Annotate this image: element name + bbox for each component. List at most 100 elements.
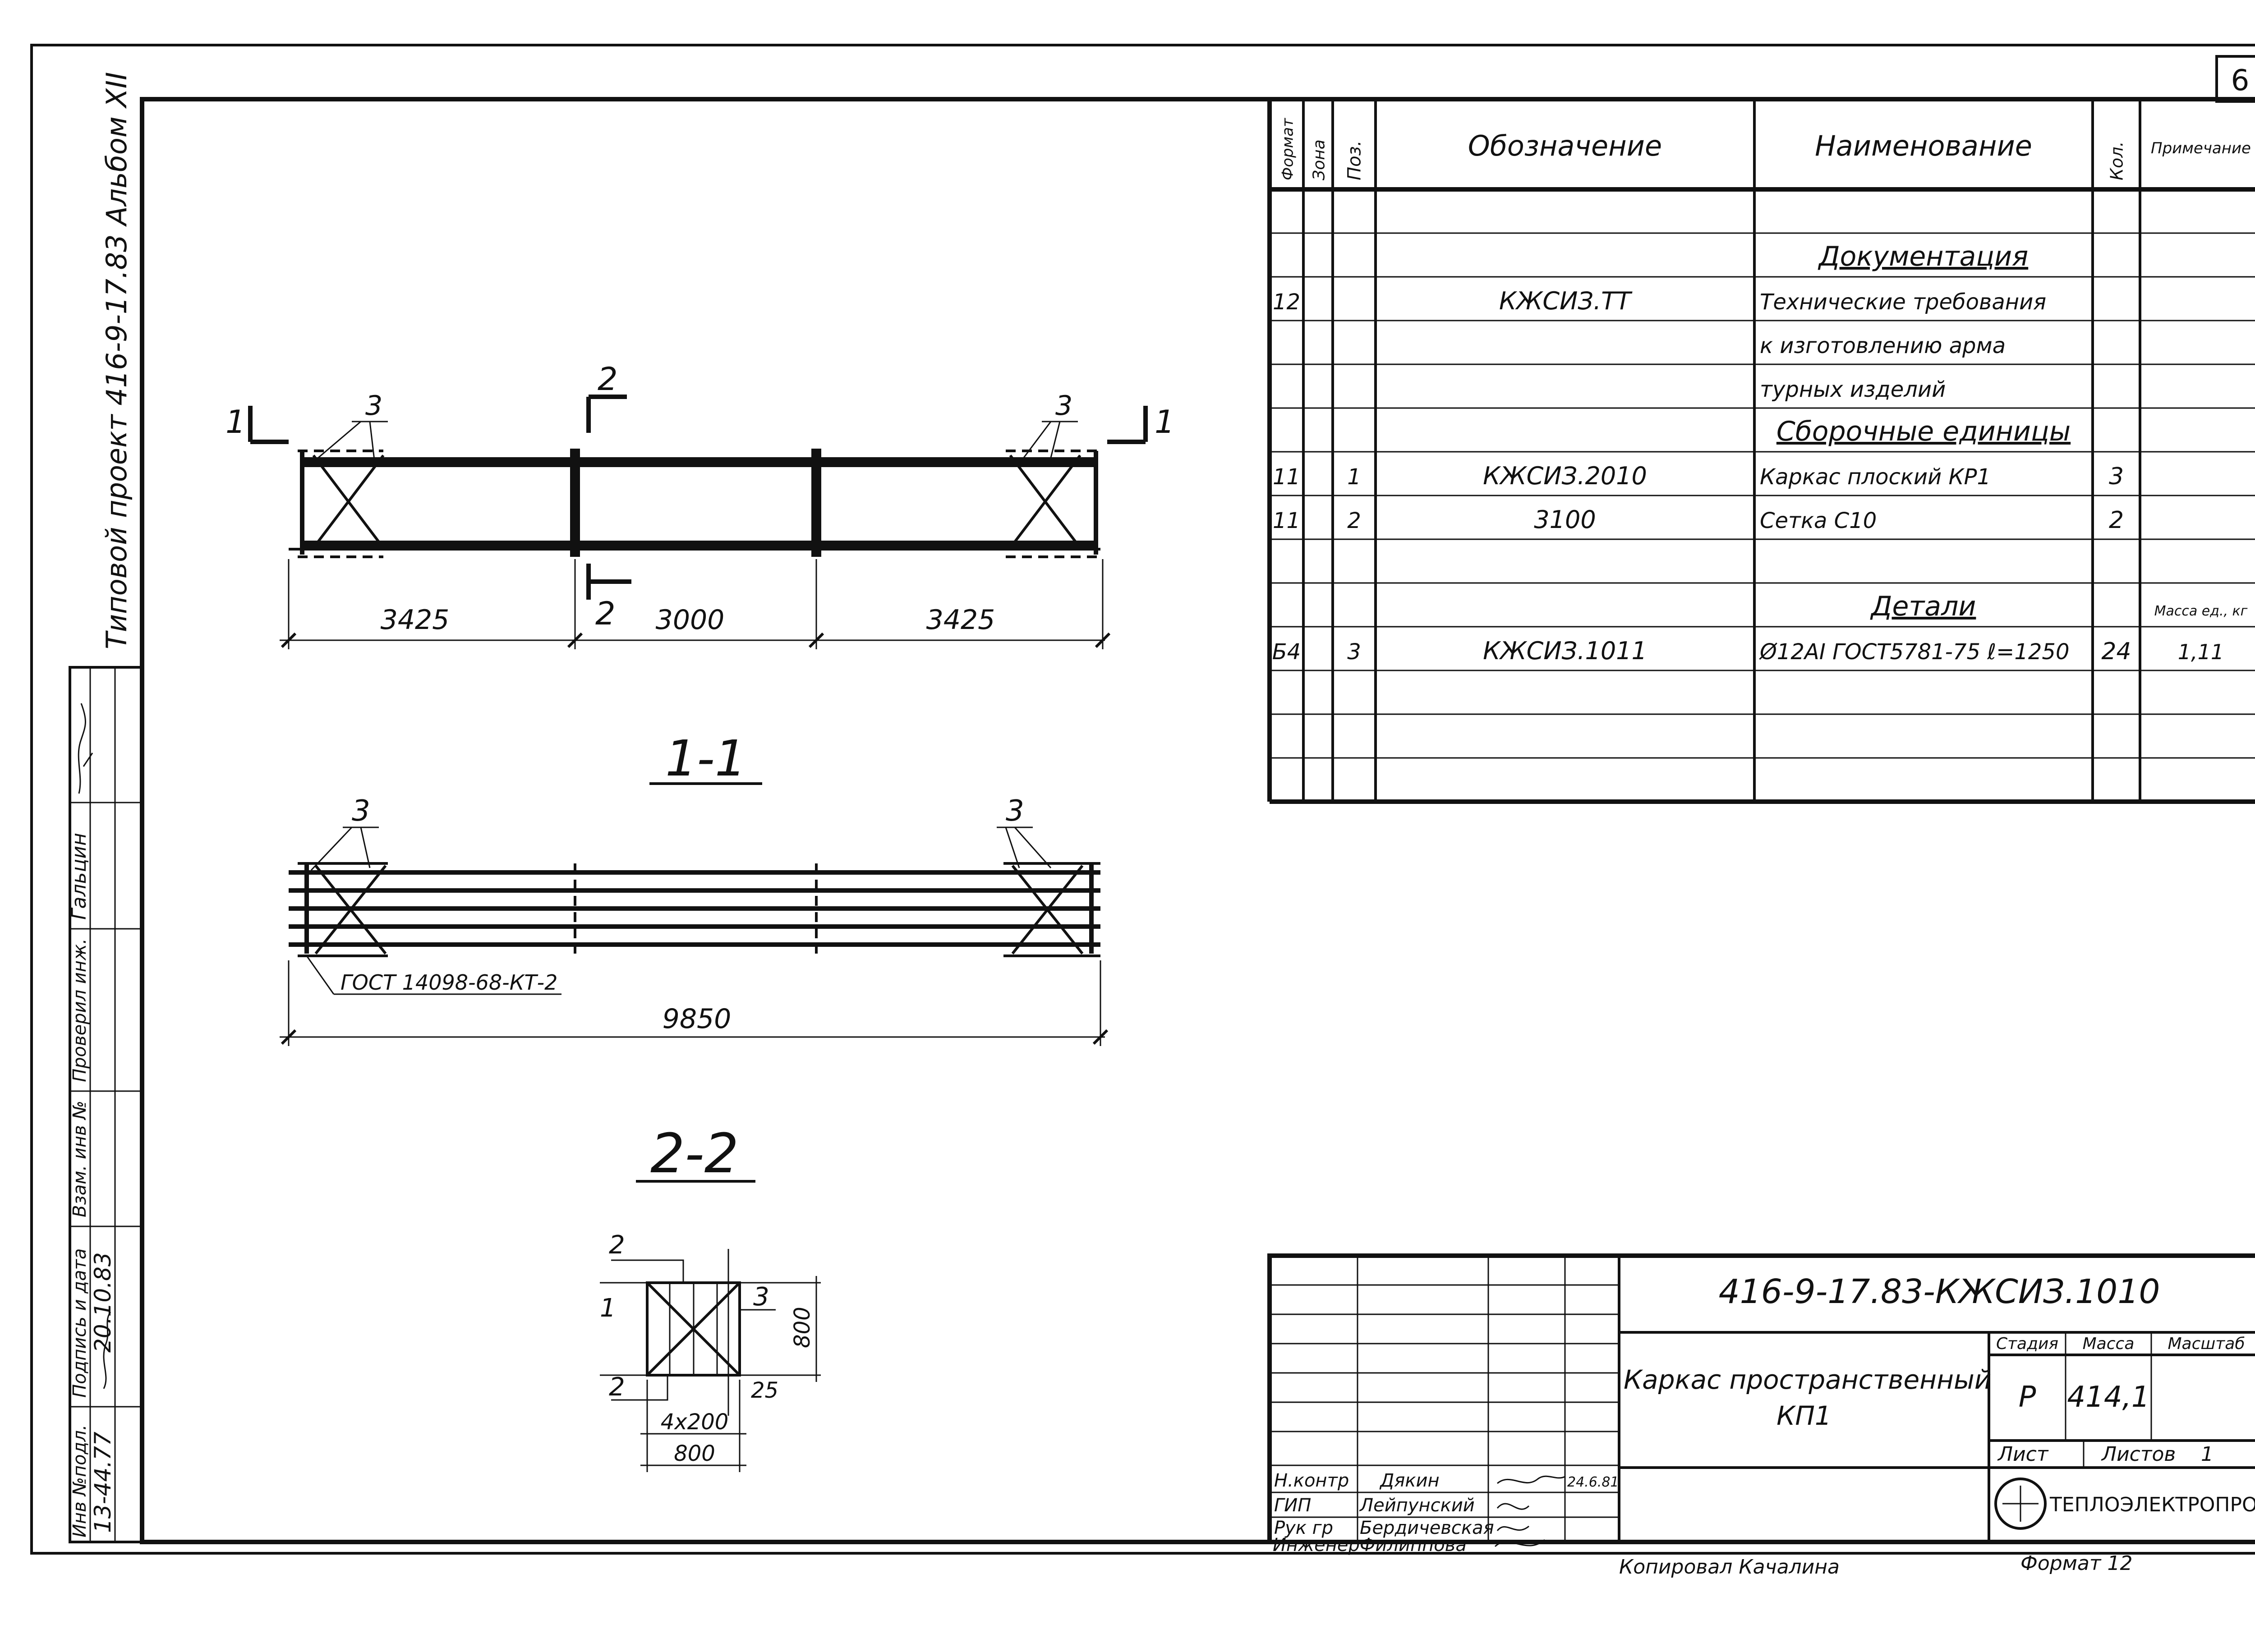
side-date: 20.10.83 (90, 1252, 116, 1353)
plan-section-2-bottom (586, 564, 631, 600)
tb-role-3: Инженер (1273, 1535, 1360, 1556)
spec-header-pos: Поз. (1344, 140, 1365, 180)
tb-sheets-count: 1 (2201, 1443, 2214, 1466)
spec-header-qty: Кол. (2107, 141, 2127, 180)
section-2-2-dim-spacing: 4x200 (661, 1409, 729, 1435)
spec-row: 12 КЖСИЗ.ТТ Технические требования (1273, 287, 2046, 315)
side-title: Типовой проект 416-9-17.83 Альбом XII (100, 72, 133, 649)
plan-dim-2: 3000 (656, 604, 725, 636)
spec-row: к изготовлению арма (1760, 333, 2006, 358)
tb-role-1: ГИП (1274, 1495, 1311, 1516)
title-block: Н.контр Дякин 24.6.81 ГИП Лейпунский Рук… (1267, 1253, 2255, 1579)
tb-name-3: Филиппова (1360, 1535, 1467, 1556)
spec-header-name: Наименование (1815, 129, 2032, 162)
section-1-1-callout-right: 3 (1006, 794, 1024, 828)
spec-cell-note: Масса ед., кг (2154, 603, 2248, 619)
section-1-1-brace-right (1003, 862, 1100, 957)
side-signature-mark (78, 703, 93, 794)
section-2-2-label-top: 2 (609, 1230, 625, 1260)
section-1-1-title: 1-1 (665, 730, 746, 787)
tb-title-line1: Каркас пространственный (1624, 1364, 1991, 1395)
section-2-2-label-right: 3 (753, 1282, 769, 1312)
plan-section-1-right (1107, 406, 1148, 444)
specification-table: Формат Зона Поз. Кол. Обозначение Наименовани… (1267, 101, 2255, 804)
plan-dim-3: 3425 (926, 604, 995, 636)
side-title-text: Типовой проект 416-9-17.83 Альбом XII (100, 72, 133, 649)
tb-mass: 414,1 (2067, 1381, 2149, 1414)
side-name-galtsin: Гальцин (68, 833, 91, 920)
spec-cell-qty: 24 (2101, 638, 2131, 665)
section-1-1-weld-note: ГОСТ 14098-68-КТ-2 (341, 970, 557, 995)
tb-signature-3 (1494, 1539, 1545, 1547)
tb-copied: Копировал Качалина (1619, 1556, 1840, 1579)
tb-format: Формат 12 (2020, 1552, 2133, 1575)
side-role-inv: Инв №подл. (69, 1424, 90, 1537)
tb-signature-1 (1496, 1503, 1530, 1510)
spec-header-zone: Зона (1310, 139, 1329, 180)
plan-section-2-bottom-label: 2 (595, 595, 616, 632)
section-1-1-brace-left (298, 862, 388, 957)
tb-stage-label: Стадия (1996, 1335, 2058, 1353)
plan-section-2-top-label: 2 (598, 361, 618, 398)
section-2-2-label-bottom: 2 (609, 1372, 625, 1402)
spec-cell-name: Детали (1870, 591, 1976, 622)
plan-brace-left (312, 454, 385, 549)
tb-role-0: Н.контр (1274, 1470, 1349, 1491)
tb-mass-label: Масса (2083, 1335, 2135, 1353)
tb-name-0: Дякин (1379, 1470, 1440, 1491)
spec-cell-pos: 2 (1347, 508, 1361, 533)
tb-date-0: 24.6.81 (1567, 1474, 1619, 1490)
spec-cell-note: 1,11 (2178, 640, 2224, 664)
spec-row: Документация (1818, 241, 2028, 272)
spec-header-format: Формат (1279, 118, 1297, 180)
spec-header-designation: Обозначение (1468, 129, 1662, 162)
tb-scale-label: Масштаб (2168, 1335, 2245, 1353)
section-2-2: 2-2 2 1 3 2 800 25 4x200 800 (600, 1123, 821, 1472)
spec-cell-designation: КЖСИЗ.ТТ (1499, 287, 1633, 315)
tb-signature-0 (1497, 1475, 1565, 1484)
section-2-2-dim-height: 800 (790, 1307, 815, 1348)
plan-section-1-left (248, 406, 289, 444)
side-role-signature: Подпись и дата (69, 1248, 90, 1398)
spec-cell-designation: КЖСИЗ.2010 (1483, 462, 1647, 490)
spec-cell-name: Сборочные единицы (1776, 416, 2071, 447)
spec-cell-pos: 1 (1347, 464, 1361, 490)
spec-cell-pos: 3 (1347, 639, 1361, 665)
tb-name-1: Лейпунский (1359, 1495, 1475, 1516)
plan-callout-3-left: 3 (365, 390, 382, 422)
plan-section-1-left-label: 1 (226, 404, 246, 441)
spec-cell-name: Технические требования (1760, 289, 2046, 315)
page-number-box: 6 (2215, 55, 2255, 103)
drawing-frame (140, 97, 2255, 1544)
spec-cell-format: 11 (1273, 464, 1300, 490)
spec-cell-name: к изготовлению арма (1760, 333, 2006, 358)
section-1-1-overall-dim: 9850 (663, 1003, 732, 1035)
side-signature-mark-2 (103, 1312, 111, 1389)
section-2-2-dim-width: 800 (674, 1441, 715, 1466)
section-2-2-title: 2-2 (650, 1123, 739, 1185)
tb-name-2: Бердичевская (1360, 1518, 1494, 1538)
plan-callout-3-right: 3 (1055, 390, 1072, 422)
tb-signature-2 (1496, 1525, 1529, 1532)
tb-sheets-label: Листов (2101, 1443, 2176, 1466)
spec-cell-name: турных изделий (1760, 377, 1946, 402)
side-inv-number: 13-44.77 (90, 1432, 116, 1533)
tb-sheet-label: Лист (1997, 1443, 2049, 1466)
org-logo-icon (1994, 1478, 2047, 1530)
spec-cell-name: Документация (1818, 241, 2028, 272)
spec-cell-qty: 3 (2109, 463, 2124, 490)
spec-cell-format: 11 (1273, 508, 1300, 533)
side-role-checked: Проверил инж. (69, 938, 90, 1082)
spec-cell-qty: 2 (2109, 507, 2124, 534)
tb-code: 416-9-17.83-КЖСИЗ.1010 (1719, 1272, 2160, 1311)
spec-cell-format: 12 (1273, 289, 1300, 315)
plan-brace-right (1009, 454, 1081, 549)
page-number: 6 (2231, 64, 2250, 97)
tb-stage: Р (2019, 1381, 2036, 1414)
spec-row: Сборочные единицы (1776, 416, 2071, 447)
section-2-2-label-left: 1 (600, 1294, 616, 1323)
